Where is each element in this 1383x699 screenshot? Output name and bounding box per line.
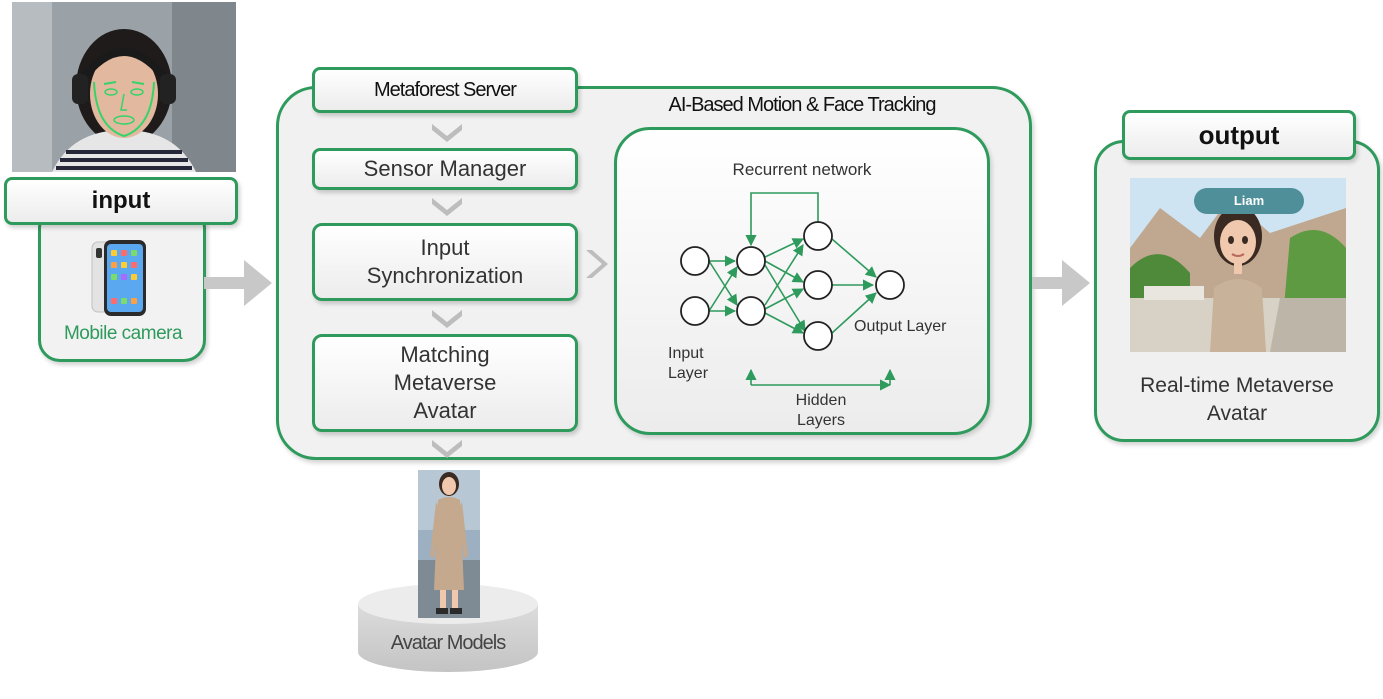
- chevron-right-icon: [586, 250, 608, 278]
- output-title: output: [1198, 119, 1280, 150]
- tracking-title: AI-Based Motion & Face Tracking: [668, 94, 937, 116]
- avatar-model-figure: [418, 470, 480, 618]
- avatar-models-label: Avatar Models: [390, 632, 506, 654]
- person-with-headset-illustration: [12, 2, 236, 172]
- input-layer-label: Input Layer: [668, 345, 709, 382]
- metaverse-avatar-scene: Liam: [1130, 178, 1346, 352]
- input-title: input: [91, 187, 151, 214]
- avatar-name-tag: Liam: [1233, 193, 1265, 208]
- chevron-down-icon: [432, 310, 462, 328]
- sensor-manager-label: Sensor Manager: [363, 156, 527, 181]
- output-title-box: output: [1122, 110, 1356, 160]
- neural-network-diagram: [680, 192, 905, 391]
- input-synchronization-label: Input Synchronization: [366, 235, 524, 288]
- server-title: Metaforest Server: [374, 78, 517, 101]
- output-layer-label: Output Layer: [854, 318, 947, 335]
- matching-avatar-label: Matching Metaverse Avatar: [393, 342, 497, 423]
- server-title-box: Metaforest Server: [312, 67, 578, 113]
- matching-avatar-step: Matching Metaverse Avatar: [312, 334, 578, 432]
- mobile-camera-label: Mobile camera: [63, 323, 183, 344]
- input-camera-photo: [12, 2, 236, 172]
- mobile-phone-icon: [88, 238, 152, 318]
- hidden-layers-label: Hidden Layers: [795, 392, 847, 429]
- arrow-right-icon: [1032, 260, 1090, 306]
- input-title-box: input: [4, 177, 238, 225]
- chevron-down-icon: [432, 124, 462, 142]
- chevron-down-icon: [432, 198, 462, 216]
- sensor-manager-step: Sensor Manager: [312, 148, 578, 190]
- recurrent-network-label: Recurrent network: [732, 160, 872, 179]
- input-synchronization-step: Input Synchronization: [312, 223, 578, 301]
- chevron-down-icon: [432, 440, 462, 458]
- output-caption: Real-time Metaverse Avatar: [1140, 374, 1334, 425]
- arrow-right-icon: [204, 260, 272, 306]
